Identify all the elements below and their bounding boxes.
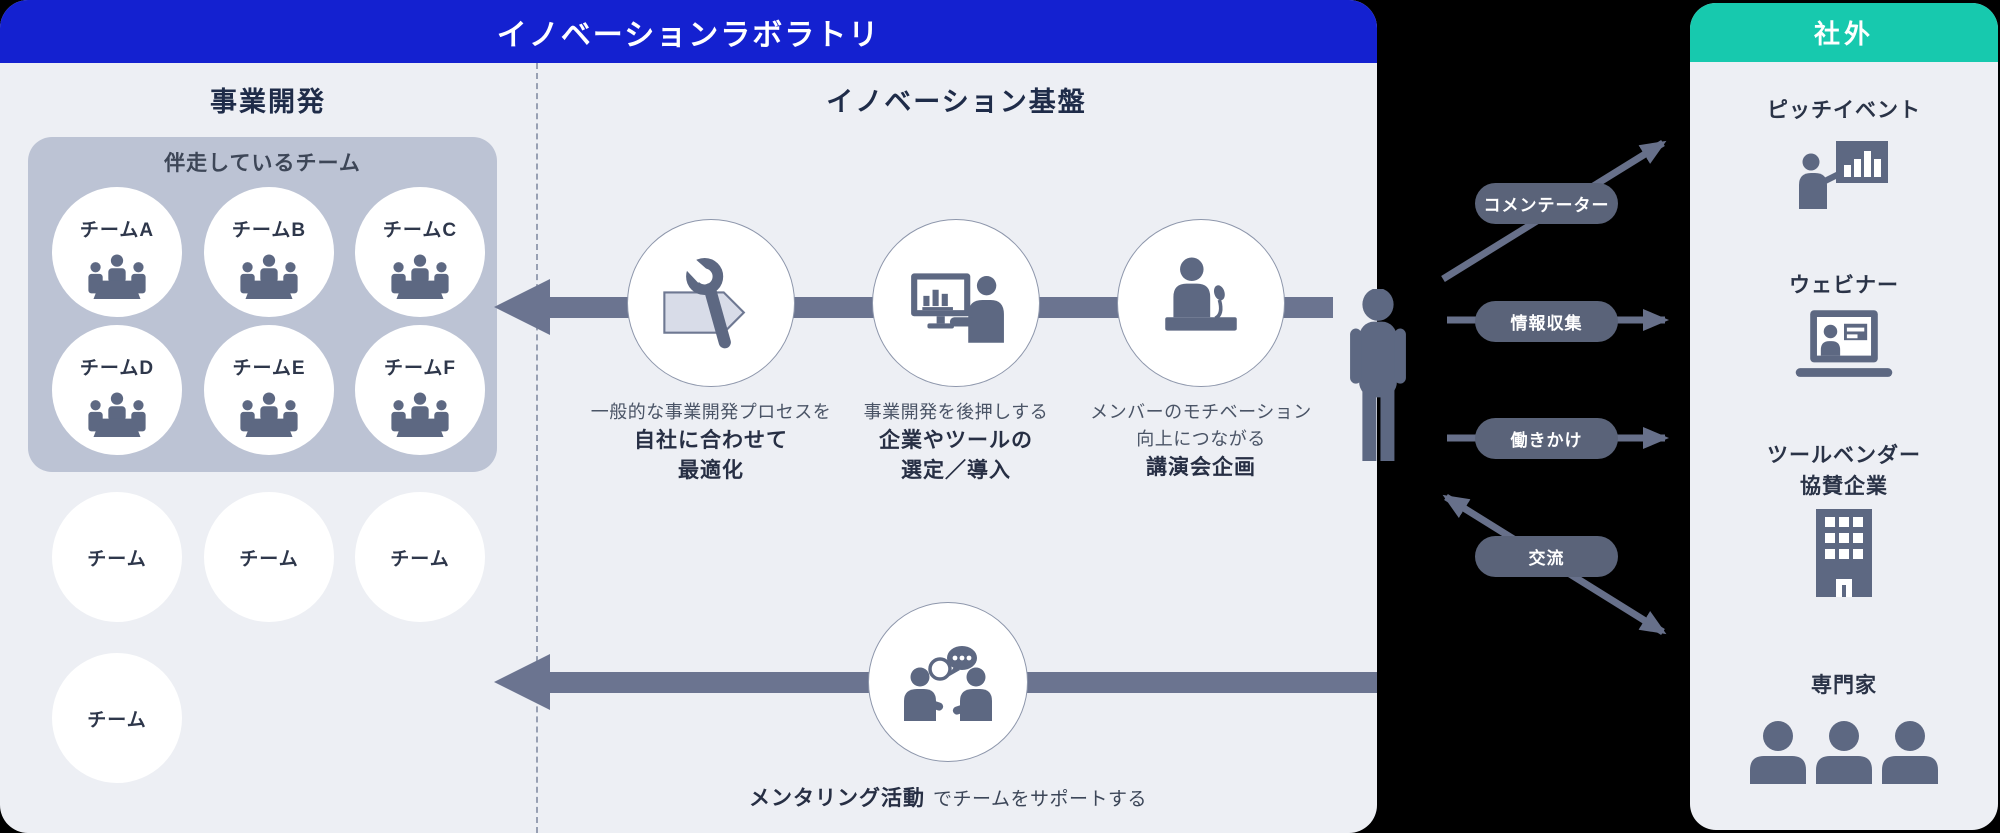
meeting-table-icon xyxy=(236,392,302,439)
external-panel-title: 社外 xyxy=(1813,19,1874,49)
caption-line: 選定／導入 xyxy=(901,459,1011,482)
section-divider xyxy=(536,63,538,833)
mentoring-caption: メンタリング活動でチームをサポートする xyxy=(648,782,1248,812)
external-panel: 社外 ピッチイベント ウェビナー ツールベンダー 協賛企業 専門家 xyxy=(1690,3,1998,830)
experts-label: 専門家 xyxy=(1811,674,1877,697)
team-label: チームB xyxy=(231,220,307,241)
discussion-icon xyxy=(896,643,1000,721)
team-circle-plain: チーム xyxy=(52,492,182,622)
team-label: チームC xyxy=(382,220,458,241)
business-dev-heading: 事業開発 xyxy=(210,87,326,117)
pill-outreach: 働きかけ xyxy=(1475,418,1618,459)
team-label: チームD xyxy=(79,358,155,379)
team-circle-a: チームA xyxy=(52,187,182,317)
tool-vendor-label-line1: ツールベンダー xyxy=(1767,444,1921,467)
team-circle-plain: チーム xyxy=(355,492,485,622)
caption-line: 企業やツールの xyxy=(879,429,1033,452)
meeting-table-icon xyxy=(236,254,302,301)
team-label: チームF xyxy=(383,358,457,379)
webinar-label: ウェビナー xyxy=(1789,274,1899,297)
caption-line: 最適化 xyxy=(678,459,744,482)
webinar-laptop-icon xyxy=(1788,310,1900,380)
main-panel-title: イノベーションラボラトリ xyxy=(496,18,881,52)
innovation-laboratory-panel: イノベーションラボラトリ 事業開発 イノベーション基盤 伴走しているチーム チー… xyxy=(0,0,1377,833)
team-circle-d: チームD xyxy=(52,325,182,455)
tool-vendor-label-line2: 協賛企業 xyxy=(1800,475,1888,498)
team-circle-f: チームF xyxy=(355,325,485,455)
team-circle-plain: チーム xyxy=(204,492,334,622)
step-circle-lecture xyxy=(1117,219,1285,387)
step-circle-optimize xyxy=(627,219,795,387)
left-arrowhead xyxy=(494,654,550,710)
pill-commentator: コメンテーター xyxy=(1475,183,1618,224)
wrench-process-icon xyxy=(658,250,764,356)
meeting-table-icon xyxy=(387,254,453,301)
step-caption-lecture: メンバーのモチベーション 向上につながる 講演会企画 xyxy=(1051,399,1351,483)
meeting-table-icon xyxy=(387,392,453,439)
caption-line: 一般的な事業開発プロセスを xyxy=(590,402,832,422)
standing-person-icon xyxy=(1332,289,1424,461)
accompanied-teams-box: 伴走しているチーム チームA チームB チームC チームD チームE xyxy=(28,137,497,472)
team-circle-e: チームE xyxy=(204,325,334,455)
accompanied-box-label: 伴走しているチーム xyxy=(164,152,361,175)
team-circle-c: チームC xyxy=(355,187,485,317)
pitch-event-label: ピッチイベント xyxy=(1767,99,1921,122)
pitch-presentation-icon xyxy=(1794,137,1894,209)
external-panel-header: 社外 xyxy=(1690,3,1998,62)
step-caption-tools: 事業開発を後押しする 企業やツールの 選定／導入 xyxy=(806,399,1106,486)
monitor-person-icon xyxy=(905,263,1007,343)
experts-icon xyxy=(1744,720,1944,784)
tool-vendor-label: ツールベンダー 協賛企業 xyxy=(1690,440,1998,502)
caption-line: メンバーのモチベーション xyxy=(1090,402,1312,422)
connection-arrows xyxy=(1441,140,1669,635)
mentoring-caption-bold: メンタリング活動 xyxy=(749,787,926,810)
standing-person-icon xyxy=(1332,289,1424,461)
step-caption-optimize: 一般的な事業開発プロセスを 自社に合わせて 最適化 xyxy=(561,399,861,486)
innovation-platform-heading: イノベーション基盤 xyxy=(826,87,1087,117)
step-circle-tools xyxy=(872,219,1040,387)
pill-exchange: 交流 xyxy=(1475,536,1618,577)
mentoring-caption-rest: でチームをサポートする xyxy=(933,789,1147,810)
team-circle-plain: チーム xyxy=(52,653,182,783)
meeting-table-icon xyxy=(84,392,150,439)
caption-line: 講演会企画 xyxy=(1146,456,1256,479)
caption-line: 自社に合わせて xyxy=(634,429,788,452)
team-label: チームA xyxy=(79,220,155,241)
team-label: チームE xyxy=(232,358,306,379)
caption-line: 向上につながる xyxy=(1136,429,1266,449)
meeting-table-icon xyxy=(84,254,150,301)
company-building-icon xyxy=(1811,509,1877,597)
mentoring-circle xyxy=(868,602,1028,762)
caption-line: 事業開発を後押しする xyxy=(863,402,1049,422)
main-panel-header: イノベーションラボラトリ xyxy=(0,0,1377,63)
left-arrowhead xyxy=(494,279,550,335)
pill-info-gathering: 情報収集 xyxy=(1475,301,1618,342)
podium-speaker-icon xyxy=(1155,256,1247,350)
team-circle-b: チームB xyxy=(204,187,334,317)
